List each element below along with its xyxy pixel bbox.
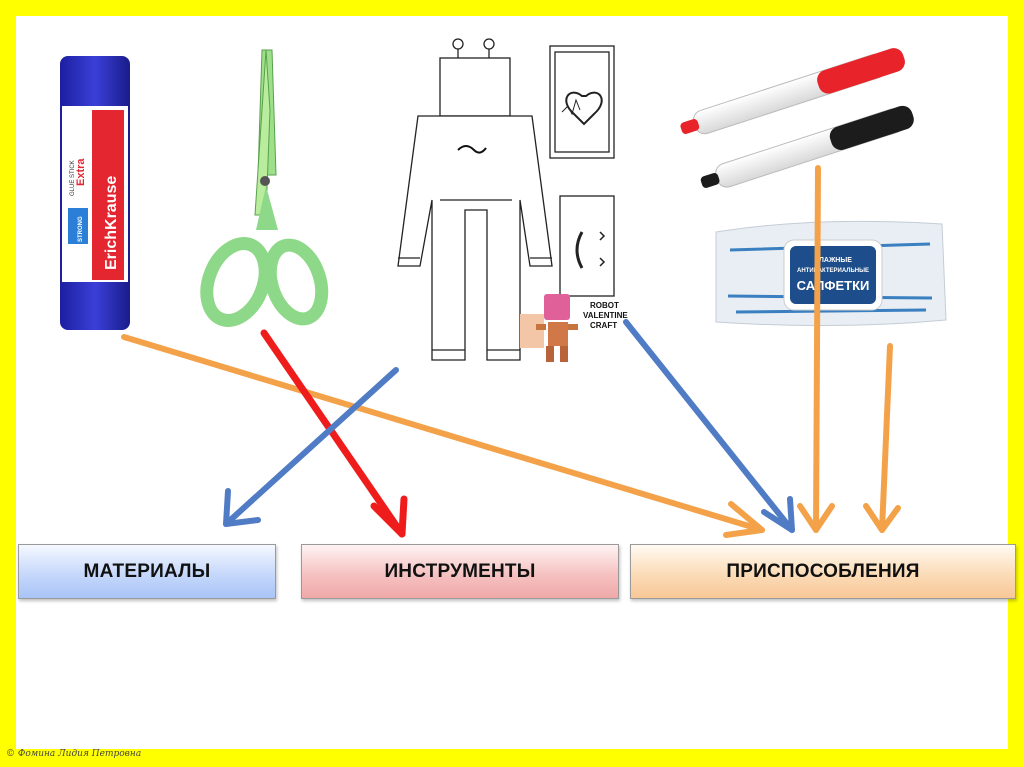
tools-label: ИНСТРУМЕНТЫ bbox=[384, 561, 535, 583]
arrow-wipes-to-devices bbox=[866, 346, 898, 530]
materials-label: МАТЕРИАЛЫ bbox=[84, 561, 211, 583]
tools-box: ИНСТРУМЕНТЫ bbox=[301, 544, 619, 599]
robot-caption-line2: VALENTINE bbox=[583, 311, 628, 320]
devices-box: ПРИСПОСОБЛЕНИЯ bbox=[630, 544, 1016, 599]
glue-variant-text: Extra bbox=[75, 158, 87, 186]
glue-brand-text: ErichKrause bbox=[103, 176, 120, 270]
robot-photo-image bbox=[520, 294, 578, 362]
arrow-scissors-to-tools bbox=[264, 333, 404, 534]
robot-template-image bbox=[398, 39, 614, 360]
materials-box: МАТЕРИАЛЫ bbox=[18, 544, 276, 599]
glue-type-text: GLUE STICK bbox=[70, 160, 76, 196]
wipes-line2: АНТИБАКТЕРИАЛЬНЫЕ bbox=[797, 268, 869, 274]
glue-badge-text: STRONG bbox=[78, 216, 84, 242]
robot-caption-line1: ROBOT bbox=[590, 301, 619, 310]
arrow-glue-to-devices bbox=[124, 337, 762, 535]
glue-stick-image: ErichKrause Extra GLUE STICK STRONG bbox=[60, 56, 130, 330]
robot-caption-line3: CRAFT bbox=[590, 321, 617, 330]
devices-label: ПРИСПОСОБЛЕНИЯ bbox=[726, 561, 919, 583]
copyright-text: © Фомина Лидия Петровна bbox=[6, 749, 141, 759]
wet-wipes-image: ВЛАЖНЫЕ АНТИБАКТЕРИАЛЬНЫЕ САЛФЕТКИ bbox=[716, 221, 946, 325]
scissors-image bbox=[196, 50, 331, 329]
wipes-line3: САЛФЕТКИ bbox=[797, 278, 870, 293]
